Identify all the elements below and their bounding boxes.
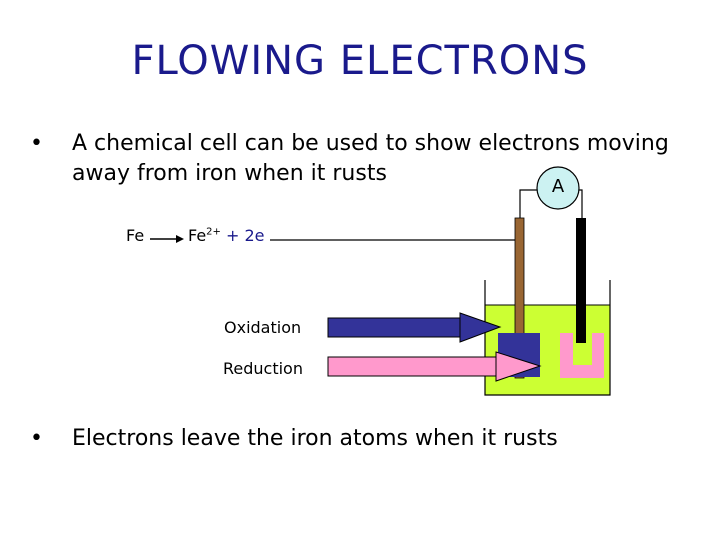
equation-reactant: Fe xyxy=(126,226,145,245)
iron-electrode xyxy=(514,217,525,379)
bullet-marker: • xyxy=(30,426,43,451)
page-title: FLOWING ELECTRONS xyxy=(131,38,589,84)
equation-product: Fe2+ + 2e xyxy=(188,226,265,245)
bullet-2-line-1: Electrons leave the iron atoms when it r… xyxy=(72,426,558,451)
oxidation-label: Oxidation xyxy=(224,318,302,337)
reduction-arrow xyxy=(327,351,542,382)
bullet-1-line-1: A chemical cell can be used to show elec… xyxy=(72,131,669,156)
charge-superscript: 2+ xyxy=(206,226,221,238)
bullet-marker: • xyxy=(30,131,43,156)
equation-arrow xyxy=(150,235,184,243)
bullet-1-line-2: away from iron when it rusts xyxy=(72,161,387,186)
carbon-electrode xyxy=(576,218,586,343)
reduction-label: Reduction xyxy=(223,359,303,378)
electrons-term: + 2e xyxy=(220,226,265,245)
reduction-region xyxy=(560,333,604,378)
ammeter xyxy=(536,166,580,210)
oxidation-arrow xyxy=(327,312,502,343)
beaker xyxy=(484,280,611,396)
electrolyte-solution xyxy=(484,304,611,396)
ammeter-label: A xyxy=(551,176,565,197)
